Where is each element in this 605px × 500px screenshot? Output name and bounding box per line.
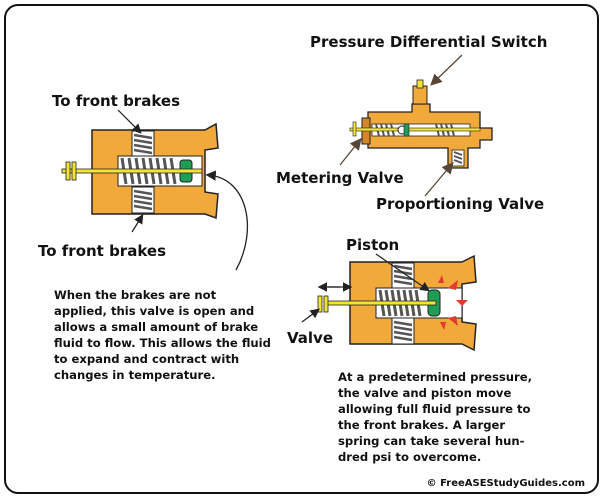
label-to-front-brakes-top: To front brakes: [52, 92, 180, 110]
label-metering-valve: Metering Valve: [276, 169, 404, 187]
port-spring-bottom: [133, 189, 153, 211]
description-not-applied: When the brakes are not applied, this va…: [54, 287, 271, 383]
port-spring-top: [133, 133, 153, 155]
description-line: the valve and piston move: [338, 386, 512, 400]
combination-valve: [339, 54, 493, 197]
description-line: to expand and contract with: [54, 352, 240, 366]
description-line: the front brakes. A larger: [338, 418, 506, 432]
description-line: changes in temperature.: [54, 368, 216, 382]
label-valve: Valve: [287, 329, 334, 347]
metering-valve-open: [61, 109, 249, 271]
label-to-front-brakes-bottom: To front brakes: [38, 242, 166, 260]
label-piston: Piston: [346, 236, 400, 254]
credit: © FreeASEStudyGuides.com: [426, 478, 585, 489]
fluid-flow-arrows: [438, 275, 468, 330]
label-proportioning-valve: Proportioning Valve: [376, 195, 545, 213]
diagram-frame: [4, 4, 599, 494]
description-line: dred psi to overcome.: [338, 450, 482, 464]
description-line: allows a small amount of brake: [54, 320, 259, 334]
description-predetermined: At a predetermined pressure, the valve a…: [338, 369, 532, 465]
description-line: applied, this valve is open and: [54, 304, 255, 318]
label-pressure-differential-switch: Pressure Differential Switch: [310, 33, 548, 51]
description-line: fluid to flow. This allows the fluid: [54, 336, 271, 350]
description-line: When the brakes are not: [54, 288, 217, 302]
description-line: At a predetermined pressure,: [338, 370, 533, 384]
description-line: allowing full fluid pressure to: [338, 402, 531, 416]
description-line: spring can take several hun-: [338, 434, 525, 448]
metering-valve-pressurized: [301, 253, 477, 352]
